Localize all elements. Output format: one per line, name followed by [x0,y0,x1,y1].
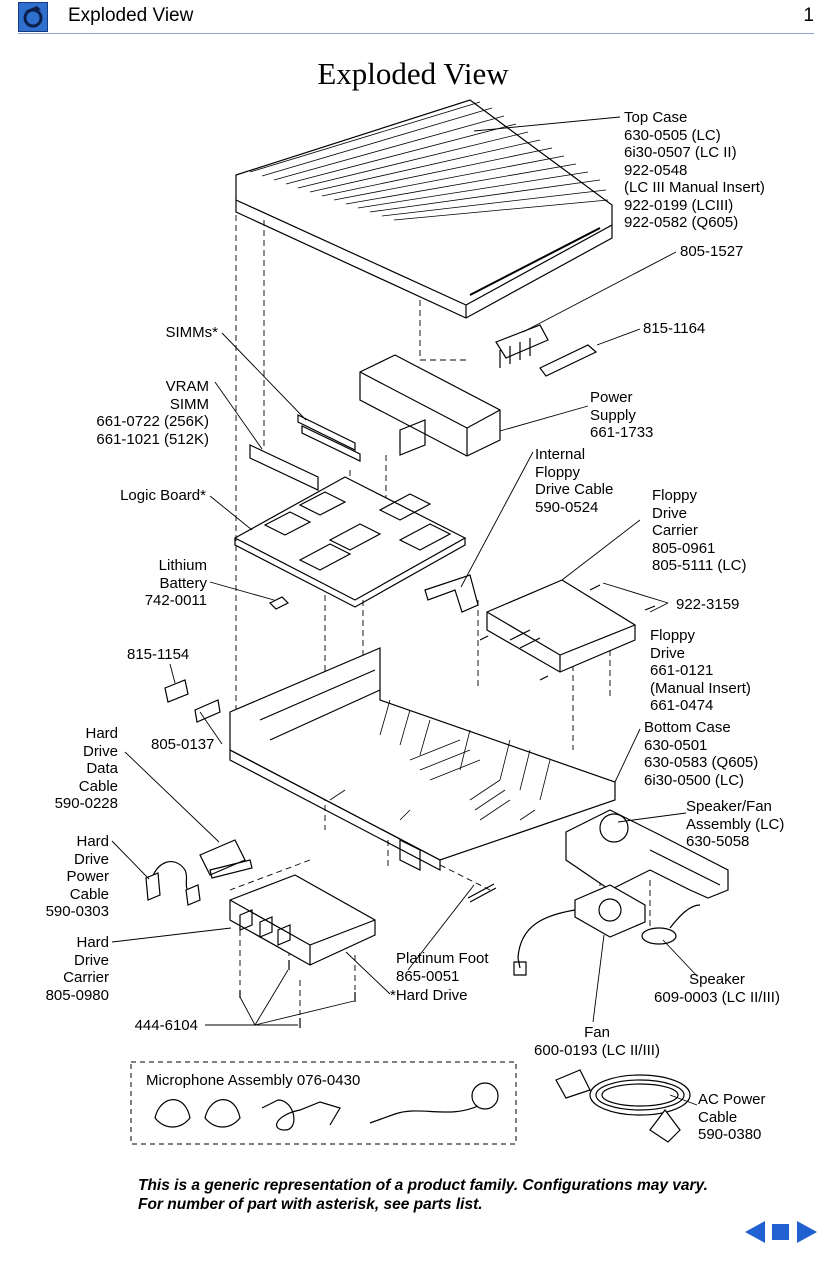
label-simms: SIMMs* [165,324,219,341]
label-power-supply: Power Supply 661-1733 [590,389,654,441]
label-internal-floppy-cable: Internal Floppy Drive Cable 590-0524 [535,446,614,516]
label-fan: Fan 600-0193 (LC II/III) [534,1024,660,1059]
square-icon[interactable] [772,1224,789,1240]
ac-power-cable-drawing [555,1069,691,1143]
label-bottom-case: Bottom Case 630-0501 630-0583 (Q605) 6i3… [644,719,759,789]
service-manual-logo-icon [18,2,48,32]
label-platinum-foot: Platinum Foot 865-0051 [396,950,489,985]
label-speaker-fan: Speaker/Fan Assembly (LC) 630-5058 [686,798,785,850]
label-top-case: Top Case 630-0505 (LC) 6i30-0507 (LC II)… [624,109,765,231]
label-speaker: Speaker 609-0003 (LC II/III) [654,971,780,1006]
microphone-parts-drawing [154,1082,499,1131]
label-lithium-battery: Lithium Battery 742-0011 [144,557,207,609]
label-hd-power-cable: Hard Drive Power Cable 590-0303 [45,833,109,920]
label-805-1527: 805-1527 [680,243,744,260]
label-vram-simm: VRAM SIMM 661-0722 (256K) 661-1021 (512K… [96,378,209,448]
logic-board-drawing [233,476,467,608]
label-805-0137: 805-0137 [151,736,215,753]
page-number: 1 [803,5,814,26]
label-logic-board: Logic Board* [120,487,206,504]
speaker-drawing [641,904,701,945]
label-hd-carrier: Hard Drive Carrier 805-0980 [45,934,109,1004]
label-922-3159: 922-3159 [676,596,740,613]
footnote-line-1: This is a generic representation of a pr… [138,1177,708,1194]
label-floppy-drive: Floppy Drive 661-0121 (Manual Insert) 66… [650,627,751,714]
label-hard-drive: *Hard Drive [390,987,468,1004]
power-supply-drawing [359,354,501,457]
page-header: Exploded View 1 [0,0,826,34]
label-815-1154: 815-1154 [127,646,190,663]
label-ac-power-cable: AC Power Cable 590-0380 [698,1091,766,1143]
speaker-fan-drawing [565,809,729,899]
label-444-6104: 444-6104 [134,1017,198,1034]
fan-drawing [513,884,646,976]
leader-lines [111,116,698,1106]
header-rule [18,33,814,34]
hard-drive-drawing [229,874,376,966]
floppy-drive-drawing [486,579,636,673]
next-arrow-icon[interactable] [797,1221,817,1243]
label-floppy-carrier: Floppy Drive Carrier 805-0961 805-5111 (… [652,487,747,574]
label-hd-data-cable: Hard Drive Data Cable 590-0228 [54,725,118,812]
label-microphone: Microphone Assembly 076-0430 [146,1072,361,1089]
previous-arrow-icon[interactable] [745,1221,765,1243]
page-title: Exploded View [317,56,509,91]
top-case-drawing [235,99,613,319]
header-title: Exploded View [68,5,194,26]
bottom-case-drawing [229,647,616,871]
footnote-line-2: For number of part with asterisk, see pa… [138,1196,483,1213]
label-815-1164: 815-1164 [643,320,706,337]
page-navigation [745,1220,819,1244]
footnote: This is a generic representation of a pr… [138,1176,708,1214]
